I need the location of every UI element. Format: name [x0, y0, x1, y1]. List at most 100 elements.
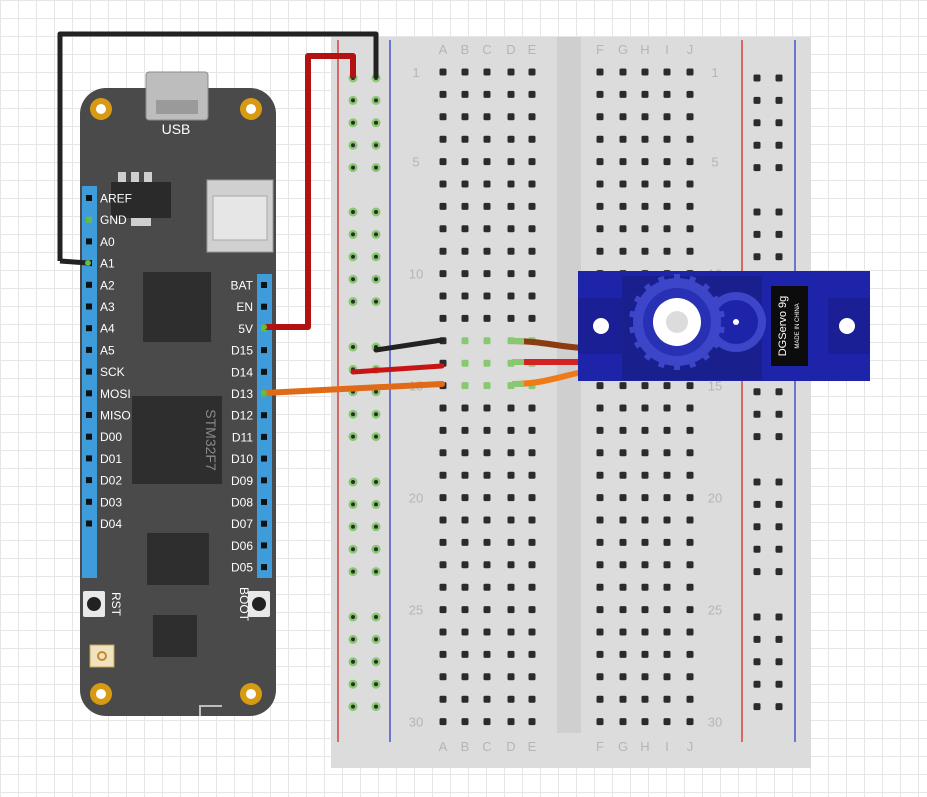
left-header-strip: [82, 186, 97, 578]
rail-hole-center: [374, 299, 378, 304]
header-pin[interactable]: [86, 520, 92, 527]
column-label-bottom: J: [687, 739, 694, 754]
header-pin[interactable]: [86, 325, 92, 332]
breadboard-hole: [528, 292, 536, 300]
header-pin[interactable]: [86, 390, 92, 397]
rail-hole-center: [351, 502, 355, 507]
reset-button[interactable]: [83, 591, 105, 617]
rail-hole: [775, 208, 783, 216]
signal-wire[interactable]: [261, 381, 445, 396]
rail-hole: [753, 208, 761, 216]
header-pin[interactable]: [86, 216, 92, 223]
header-pin[interactable]: [86, 281, 92, 288]
header-pin[interactable]: [261, 303, 267, 310]
breadboard-hole: [641, 180, 649, 188]
header-pin[interactable]: [261, 433, 267, 440]
header-pin[interactable]: [86, 412, 92, 418]
breadboard-hole: [641, 90, 649, 98]
breadboard-hole: [619, 650, 627, 658]
header-pin[interactable]: [261, 412, 267, 419]
breadboard-hole: [439, 135, 447, 143]
header-pin[interactable]: [261, 282, 267, 288]
breadboard: AABBCCDDEEFFGGHHIIJJ11551010151520202525…: [331, 37, 811, 768]
gnd-wire[interactable]: [57, 31, 379, 261]
breadboard-hole: [686, 449, 694, 457]
breadboard-hole: [528, 202, 536, 210]
boot-button[interactable]: [248, 591, 270, 617]
breadboard-hole: [528, 606, 536, 614]
breadboard-labels: AABBCCDDEEFFGGHHIIJJ11551010151520202525…: [409, 42, 722, 754]
header-pin[interactable]: [86, 498, 92, 505]
breadboard-hole: [461, 673, 469, 681]
breadboard-hole: [439, 606, 447, 614]
header-pin[interactable]: [86, 238, 92, 245]
breadboard-hole: [439, 270, 447, 278]
output-gear-icon: [629, 274, 725, 370]
breadboard-hole: [439, 426, 447, 434]
rail-hole: [753, 635, 761, 643]
breadboard-hole: [461, 516, 469, 524]
header-pin[interactable]: [86, 368, 92, 375]
column-label-top: A: [439, 42, 448, 57]
breadboard-hole: [528, 628, 536, 636]
header-pin[interactable]: [86, 477, 92, 484]
breadboard-hole: [461, 314, 469, 322]
breadboard-hole: [663, 606, 671, 614]
header-pin[interactable]: [86, 303, 92, 310]
breadboard-hole: [619, 90, 627, 98]
breadboard-hole: [439, 650, 447, 658]
header-pin[interactable]: [261, 564, 267, 571]
pin-label-left: A3: [100, 300, 115, 314]
breadboard-hole: [528, 449, 536, 457]
gear-tooth: [633, 338, 646, 349]
breadboard-hole: [507, 426, 515, 434]
breadboard-hole: [507, 292, 515, 300]
header-pin[interactable]: [261, 347, 267, 354]
breadboard-hole: [596, 606, 604, 614]
rail-hole: [775, 74, 783, 82]
breadboard-hole: [507, 247, 515, 255]
gnd-wire-board-end[interactable]: [59, 258, 89, 266]
column-label-bottom: F: [596, 739, 604, 754]
header-pin[interactable]: [261, 477, 267, 484]
breadboard-hole: [507, 673, 515, 681]
rail-hole: [775, 680, 783, 688]
breadboard-hole: [461, 494, 469, 502]
rail-hole: [775, 388, 783, 396]
header-pin[interactable]: [86, 195, 92, 201]
header-pin[interactable]: [261, 542, 267, 549]
header-pin[interactable]: [261, 499, 267, 505]
breadboard-hole: [663, 494, 671, 502]
breadboard-hole: [619, 606, 627, 614]
breadboard-hole: [619, 673, 627, 681]
breadboard-hole: [461, 113, 469, 121]
breadboard-hole: [663, 382, 671, 390]
header-pin[interactable]: [86, 433, 92, 440]
pin-label-left: D04: [100, 517, 122, 531]
breadboard-hole: [483, 359, 491, 367]
rail-hole-center: [351, 412, 355, 417]
gear-tooth: [674, 274, 680, 284]
header-pin[interactable]: [86, 455, 92, 462]
header-pin[interactable]: [261, 368, 267, 375]
breadboard-hole: [686, 135, 694, 143]
rail-hole-center: [351, 120, 355, 125]
breadboard-hole: [596, 68, 604, 76]
5v-wire[interactable]: [264, 53, 356, 330]
header-pin[interactable]: [261, 455, 267, 462]
breadboard-hole: [619, 426, 627, 434]
breadboard-hole: [619, 538, 627, 546]
rail-hole-center: [374, 637, 378, 642]
header-pin[interactable]: [86, 346, 92, 353]
gnd-jumper-wire[interactable]: [373, 337, 445, 353]
5v-jumper-wire[interactable]: [350, 363, 445, 375]
header-pin[interactable]: [261, 520, 267, 527]
breadboard-hole: [686, 583, 694, 591]
breadboard-hole: [686, 494, 694, 502]
breadboard-hole: [461, 68, 469, 76]
row-number-left: 5: [412, 155, 419, 170]
breadboard-hole: [439, 673, 447, 681]
breadboard-hole: [439, 516, 447, 524]
breadboard-hole: [483, 68, 491, 76]
breadboard-hole: [596, 382, 604, 390]
